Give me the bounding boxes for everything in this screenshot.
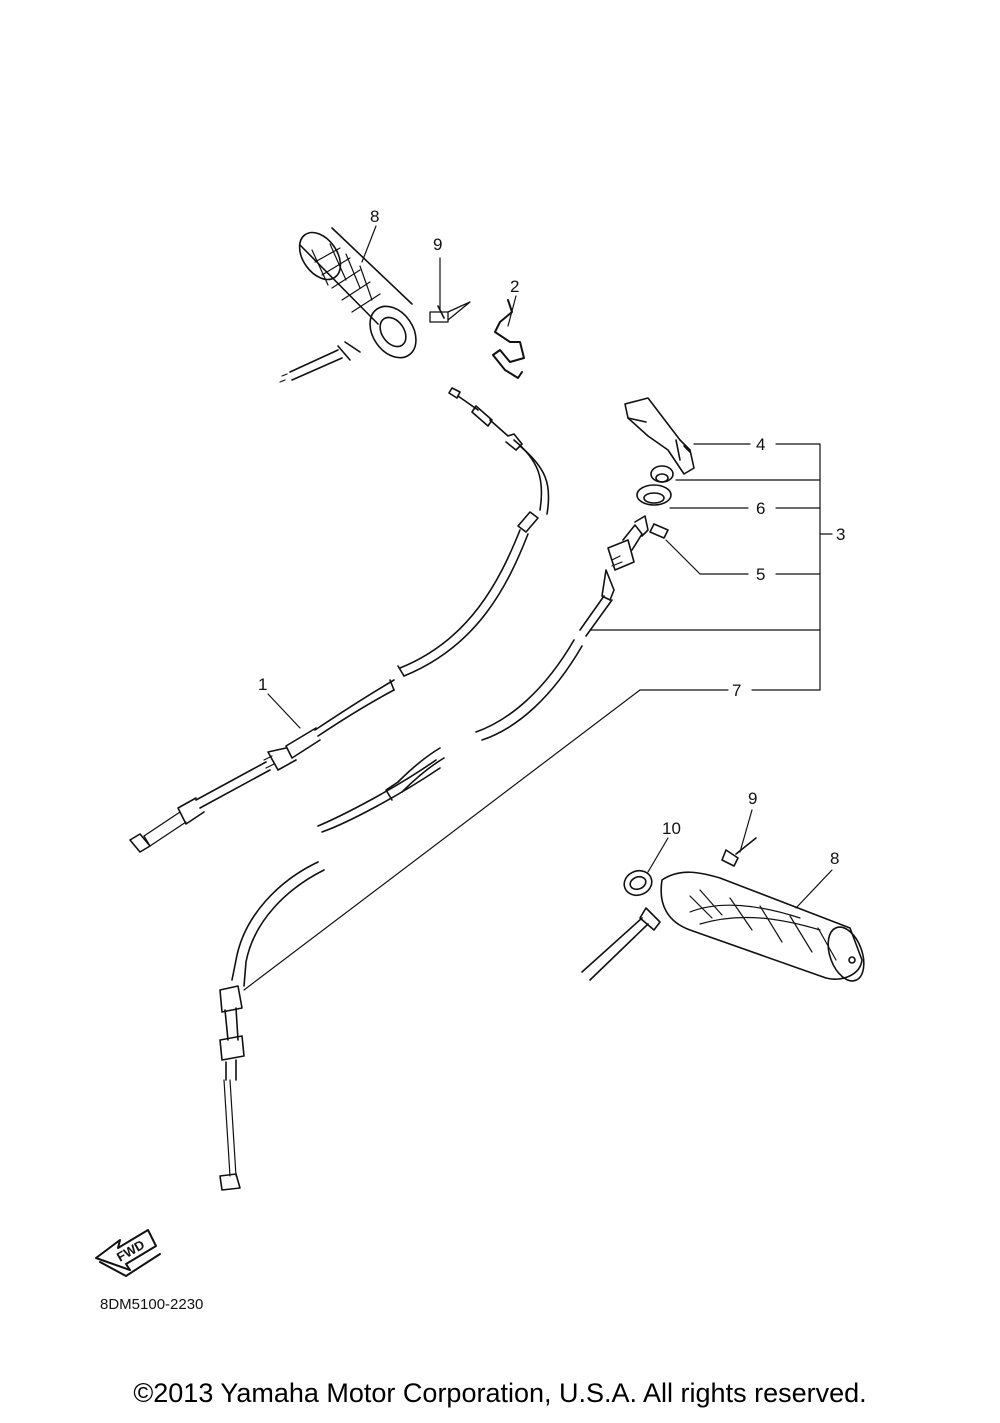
throttle-lever (624, 397, 695, 539)
copyright-notice: ©2013 Yamaha Motor Corporation, U.S.A. A… (133, 1378, 867, 1408)
callout-8-top: 8 (370, 207, 379, 226)
callout-6: 6 (756, 499, 765, 518)
callout-labels: 8 9 2 4 6 3 5 1 7 9 10 8 FWD (114, 207, 845, 1265)
grip-top (279, 227, 417, 383)
callout-5: 5 (756, 565, 765, 584)
screw-top (429, 301, 471, 323)
cable-7 (219, 515, 649, 1191)
callout-3: 3 (836, 525, 845, 544)
leader-lines (243, 225, 833, 991)
callout-9-top: 9 (433, 235, 442, 254)
callout-10: 10 (662, 819, 681, 838)
callout-9-bottom: 9 (748, 789, 757, 808)
grip-bottom (581, 837, 865, 982)
callout-8-bottom: 8 (830, 849, 839, 868)
callout-4: 4 (756, 435, 765, 454)
callout-2: 2 (510, 277, 519, 296)
diagram-part-code: 8DM5100-2230 (100, 1296, 204, 1313)
cable-1 (129, 387, 550, 853)
callout-1: 1 (258, 675, 267, 694)
spring-clip (492, 299, 525, 379)
callout-7: 7 (732, 681, 741, 700)
fwd-arrow-icon (95, 1229, 161, 1277)
